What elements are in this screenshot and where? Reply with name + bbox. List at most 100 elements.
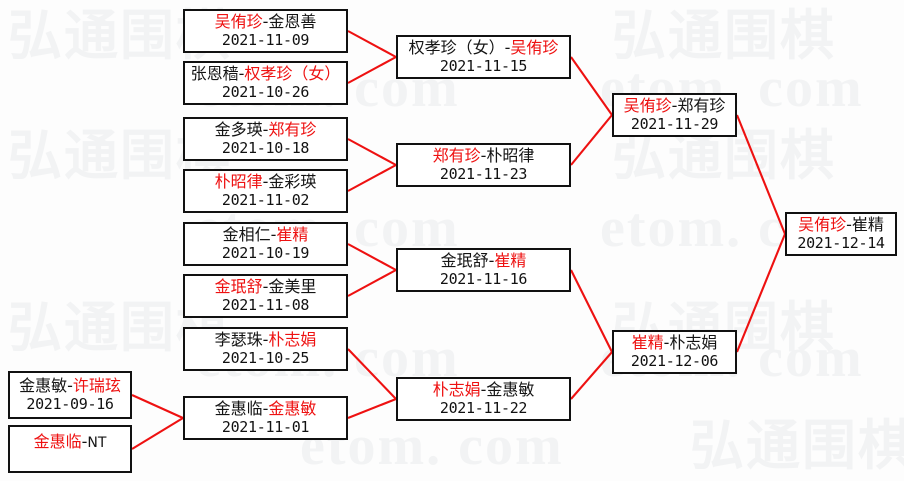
winner-name: 许瑞玹 <box>72 376 121 396</box>
match-date-p1: 2021-09-16 <box>26 395 114 414</box>
match-players-f1: 吴侑珍-崔精 <box>798 216 884 234</box>
match-players-r1m3: 金多瑛-郑有珍 <box>215 121 317 139</box>
match-box-r1m2[interactable]: 张恩穑-权孝珍（女）2021-10-26 <box>183 61 348 105</box>
match-players-r1m5: 金相仁-崔精 <box>223 226 309 244</box>
loser-name: 金惠临 <box>214 399 263 419</box>
loser-name: 朴志娟 <box>669 333 718 353</box>
player-separator: - <box>262 399 269 419</box>
match-date-r2m4: 2021-11-22 <box>439 399 528 418</box>
player-separator: - <box>262 12 269 32</box>
winner-name: 金惠临 <box>33 432 82 451</box>
match-date-r1m7: 2021-10-25 <box>221 349 310 368</box>
match-players-r2m3: 金珉舒-崔精 <box>441 252 527 270</box>
loser-name: 金珉舒 <box>440 251 489 271</box>
match-players-r2m1: 权孝珍（女）-吴侑珍 <box>409 39 559 57</box>
player-separator: - <box>262 277 269 297</box>
connector-r1m8-to-r2m4 <box>347 398 397 419</box>
connector-sf2-to-f1 <box>736 233 786 353</box>
loser-name: 金彩瑛 <box>268 172 317 192</box>
connector-p1-to-r1m8 <box>131 394 184 419</box>
match-box-p2[interactable]: 金惠临-NT <box>8 425 132 473</box>
winner-name: 郑有珍 <box>432 146 481 166</box>
match-date-r2m2: 2021-11-23 <box>439 165 528 184</box>
watermark-text: 弘通围棋 <box>690 413 904 477</box>
winner-name: 崔精 <box>276 225 309 245</box>
match-date-sf1: 2021-11-29 <box>630 115 719 134</box>
player-separator: - <box>262 120 269 140</box>
connector-r1m4-to-r2m2 <box>347 164 397 192</box>
match-date-r2m3: 2021-11-16 <box>439 270 528 289</box>
winner-name: 吴侑珍 <box>798 215 847 235</box>
player-separator: - <box>480 380 487 400</box>
winner-name: 吴侑珍 <box>623 96 672 116</box>
watermark-text: 弘通围棋 <box>612 3 836 67</box>
connector-r1m6-to-r2m3 <box>347 269 397 297</box>
winner-name: 金惠敏 <box>268 399 317 419</box>
player-separator: - <box>671 96 678 116</box>
winner-name: 崔精 <box>631 333 664 353</box>
player-separator: - <box>846 215 852 235</box>
match-players-r2m2: 郑有珍-朴昭律 <box>433 147 535 165</box>
connector-r1m2-to-r2m1 <box>347 56 397 84</box>
winner-name: 崔精 <box>494 251 527 271</box>
player-separator: - <box>480 146 487 166</box>
player-separator: - <box>67 376 73 396</box>
winner-name: 吴侑珍 <box>214 12 263 32</box>
match-players-sf1: 吴侑珍-郑有珍 <box>624 97 726 115</box>
player-separator: - <box>504 38 511 58</box>
winner-name: 吴侑珍 <box>510 38 559 58</box>
winner-name: 朴昭律 <box>214 172 263 192</box>
loser-name: 权孝珍（女） <box>408 38 505 58</box>
match-players-r1m8: 金惠临-金惠敏 <box>215 400 317 418</box>
connector-r1m5-to-r2m3 <box>347 243 397 271</box>
match-date-r1m1: 2021-11-09 <box>221 31 310 50</box>
player-separator: - <box>262 172 269 192</box>
loser-name: 金美里 <box>268 277 317 297</box>
match-date-r1m2: 2021-10-26 <box>221 83 310 102</box>
match-date-r1m4: 2021-11-02 <box>221 191 310 210</box>
winner-name: 朴志娟 <box>268 330 317 350</box>
winner-name: 郑有珍 <box>268 120 317 140</box>
match-date-r1m6: 2021-11-08 <box>221 296 310 315</box>
loser-name: 郑有珍 <box>677 96 726 116</box>
player-separator: - <box>262 330 269 350</box>
loser-name: 金惠敏 <box>19 376 68 396</box>
winner-name: 朴志娟 <box>432 380 481 400</box>
connector-sf1-to-f1 <box>736 114 786 235</box>
player-separator: - <box>238 64 245 84</box>
connector-r2m3-to-sf2 <box>570 269 613 353</box>
player-separator: - <box>81 432 88 451</box>
connector-r1m3-to-r2m2 <box>347 138 397 166</box>
loser-name: 张恩穑 <box>190 64 239 84</box>
match-players-sf2: 崔精-朴志娟 <box>632 334 718 352</box>
winner-name: 金珉舒 <box>214 277 263 297</box>
loser-name: 金恩善 <box>268 12 317 32</box>
connector-r1m1-to-r2m1 <box>347 30 397 58</box>
loser-name: 金相仁 <box>222 225 271 245</box>
loser-name: 金惠敏 <box>486 380 535 400</box>
match-date-r1m8: 2021-11-01 <box>221 418 310 437</box>
connector-r2m2-to-sf1 <box>570 114 613 166</box>
player-separator: - <box>488 251 495 271</box>
player-separator: - <box>663 333 670 353</box>
connector-p2-to-r1m8 <box>131 417 184 450</box>
loser-name: 金多瑛 <box>214 120 263 140</box>
match-players-p1: 金惠敏-许瑞玹 <box>19 377 121 395</box>
match-date-r1m3: 2021-10-18 <box>221 139 310 158</box>
match-players-r1m4: 朴昭律-金彩瑛 <box>215 173 317 191</box>
